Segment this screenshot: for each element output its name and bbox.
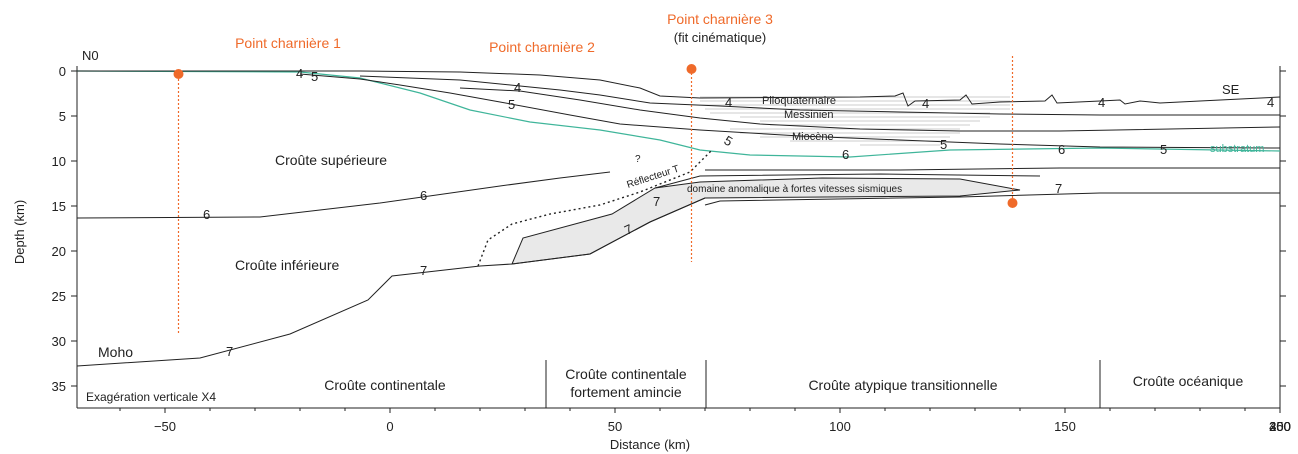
hinge-dot <box>173 69 184 79</box>
domain-separators <box>545 360 1101 408</box>
hinge-points <box>173 56 1018 333</box>
hinge-3-label: Point charnière 3 <box>667 11 773 27</box>
unit-7d: 7 <box>420 263 427 278</box>
unit-6d: 6 <box>203 207 210 222</box>
unit-6c: 6 <box>420 188 427 203</box>
hinge-dot <box>686 64 697 74</box>
x-tick-label: 150 <box>1054 419 1076 434</box>
y-axis-label: Depth (km) <box>12 200 27 264</box>
x-tick-label: 400 <box>1269 419 1291 434</box>
unit-7e: 7 <box>226 344 233 359</box>
hinge-3-sublabel: (fit cinématique) <box>674 30 766 45</box>
label-plioquaternaire: Plioquaternaire <box>762 95 836 107</box>
label-anomalous: domaine anomalique à fortes vitesses sis… <box>687 184 902 195</box>
x-tick-label: 350 <box>1269 419 1291 434</box>
domain-atypique: Croûte atypique transitionnelle <box>808 377 997 393</box>
unit-6a: 6 <box>842 147 849 162</box>
y-tick-label: 5 <box>59 109 66 124</box>
domain-vertical-exaggeration: Exagération verticale X4 <box>86 390 216 404</box>
plot-frame <box>76 66 1281 409</box>
unit-5c: 5 <box>722 133 736 150</box>
y-tick-label: 25 <box>52 289 66 304</box>
unit-6b: 6 <box>1058 142 1065 157</box>
x-tick-label: 0 <box>386 419 393 434</box>
label-miocene: Miocène <box>792 131 834 143</box>
hinge-dot <box>1007 198 1018 208</box>
domain-amincie-line1: Croûte continentale <box>565 366 687 382</box>
label-substratum: substratum <box>1210 143 1264 155</box>
unit-4d: 4 <box>922 96 929 111</box>
unit-5e: 5 <box>1160 142 1167 157</box>
moho-line <box>76 197 706 367</box>
domain-amincie-line2: fortement amincie <box>570 384 681 400</box>
x-tick-label: 200 <box>1269 419 1291 434</box>
y-tick-label: 15 <box>52 199 66 214</box>
unit-7b: 7 <box>653 194 660 209</box>
unit-7a: 7 <box>1055 181 1062 196</box>
orientation-left-label: N0 <box>82 48 99 63</box>
y-tick-label: 0 <box>59 64 66 79</box>
substratum-line <box>76 70 1281 158</box>
y-tick-label: 30 <box>52 334 66 349</box>
unit-5d: 5 <box>940 137 947 152</box>
unit-4c: 4 <box>725 95 732 110</box>
orientation-right-label: SE <box>1222 82 1240 97</box>
y-tick-label: 10 <box>52 154 66 169</box>
x-tick-label: 50 <box>608 419 622 434</box>
domain-croute-continentale: Croûte continentale <box>324 377 446 393</box>
seafloor-line <box>77 70 1281 107</box>
unit-numbers: 4 5 4 4 4 4 4 5 5 5 5 6 6 6 6 7 7 7 7 7 <box>203 66 1274 359</box>
label-croute-superieure: Croûte supérieure <box>275 152 387 168</box>
y-ticks: 0 5 10 15 20 25 30 35 <box>52 64 1286 394</box>
x-tick-label: −50 <box>154 419 176 434</box>
y-tick-label: 20 <box>52 244 66 259</box>
label-croute-inferieure: Croûte inférieure <box>235 257 339 273</box>
unit-4f: 4 <box>1267 95 1274 110</box>
unit-4e: 4 <box>1098 95 1105 110</box>
label-moho: Moho <box>98 344 133 360</box>
reflector-t-dotted <box>477 149 713 267</box>
horizons <box>76 70 1281 367</box>
unit-4b: 4 <box>514 80 521 95</box>
unit-5a: 5 <box>311 69 318 84</box>
hinge-1-label: Point charnière 1 <box>235 35 341 51</box>
x-tick-label: 300 <box>1269 419 1291 434</box>
y-tick-label: 35 <box>52 379 66 394</box>
hinge-2-label: Point charnière 2 <box>489 39 595 55</box>
unit-4a: 4 <box>296 66 303 81</box>
domain-oceanique: Croûte océanique <box>1133 373 1244 389</box>
unit-5b: 5 <box>508 97 515 112</box>
label-messinien: Messinien <box>784 109 834 121</box>
x-tick-label: 250 <box>1269 419 1291 434</box>
x-tick-label: 100 <box>829 419 851 434</box>
x-axis-label: Distance (km) <box>610 437 690 452</box>
label-question: ? <box>635 154 641 165</box>
